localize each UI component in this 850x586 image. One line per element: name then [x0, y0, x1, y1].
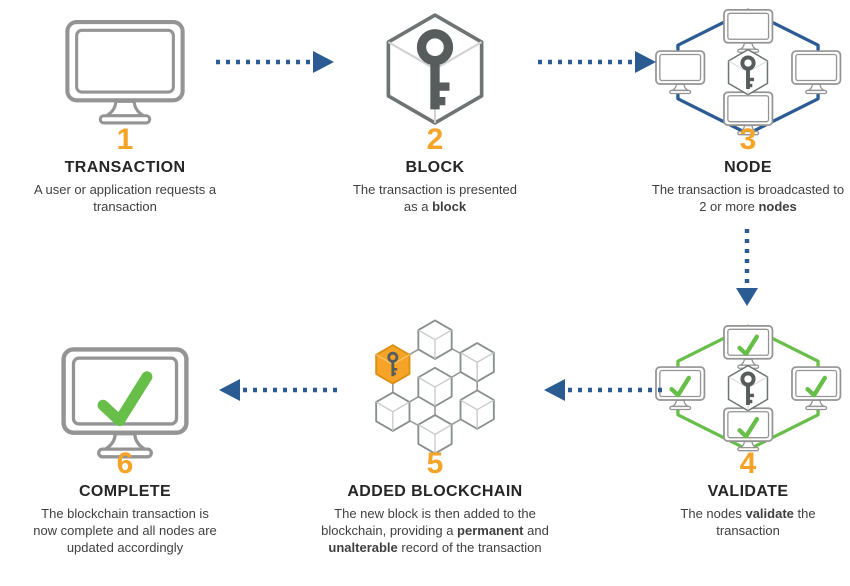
step-5-added-blockchain: 5 ADDED BLOCKCHAIN The new block is then…	[315, 448, 555, 556]
blockchain-cluster-icon	[368, 315, 502, 459]
arrow-step4-to-step5	[541, 375, 665, 410]
step-description: The blockchain transaction is now comple…	[33, 506, 217, 555]
step-title: NODE	[724, 159, 772, 176]
node-network-icon	[653, 4, 843, 140]
step-title: TRANSACTION	[64, 159, 186, 176]
step-description: The nodes validate the transaction	[680, 506, 816, 538]
step-number: 5	[426, 447, 444, 480]
step-title: BLOCK	[405, 159, 465, 176]
arrow-step1-to-step2	[213, 47, 337, 82]
step-4-validate: 4 VALIDATE The nodes validate the transa…	[628, 448, 850, 539]
step-3-node: 3 NODE The transaction is broadcasted to…	[628, 124, 850, 215]
arrow-step3-to-step4	[732, 226, 762, 319]
step-number: 3	[739, 123, 757, 156]
step-description: The transaction is presented as a block	[352, 182, 518, 214]
step-number: 2	[426, 123, 444, 156]
step-title: ADDED BLOCKCHAIN	[347, 483, 523, 500]
step-description: The transaction is broadcasted to 2 or m…	[651, 182, 845, 214]
arrow-step2-to-step3	[535, 47, 659, 82]
step-title: COMPLETE	[78, 483, 172, 500]
step-description: The new block is then added to the block…	[321, 506, 549, 555]
monitor-check-icon	[59, 345, 191, 459]
step-number: 1	[116, 123, 134, 156]
arrow-step5-to-step6	[216, 375, 340, 410]
step-6-complete: 6 COMPLETE The blockchain transaction is…	[5, 448, 245, 556]
step-number: 4	[739, 447, 757, 480]
step-description: A user or application requests a transac…	[33, 182, 217, 214]
step-1-transaction: 1 TRANSACTION A user or application requ…	[5, 124, 245, 215]
step-title: VALIDATE	[707, 483, 789, 500]
monitor-icon	[63, 18, 187, 125]
block-cube-key-icon	[383, 12, 487, 126]
step-2-block: 2 BLOCK The transaction is presented as …	[315, 124, 555, 215]
step-number: 6	[116, 447, 134, 480]
node-network-validated-icon	[653, 320, 843, 456]
